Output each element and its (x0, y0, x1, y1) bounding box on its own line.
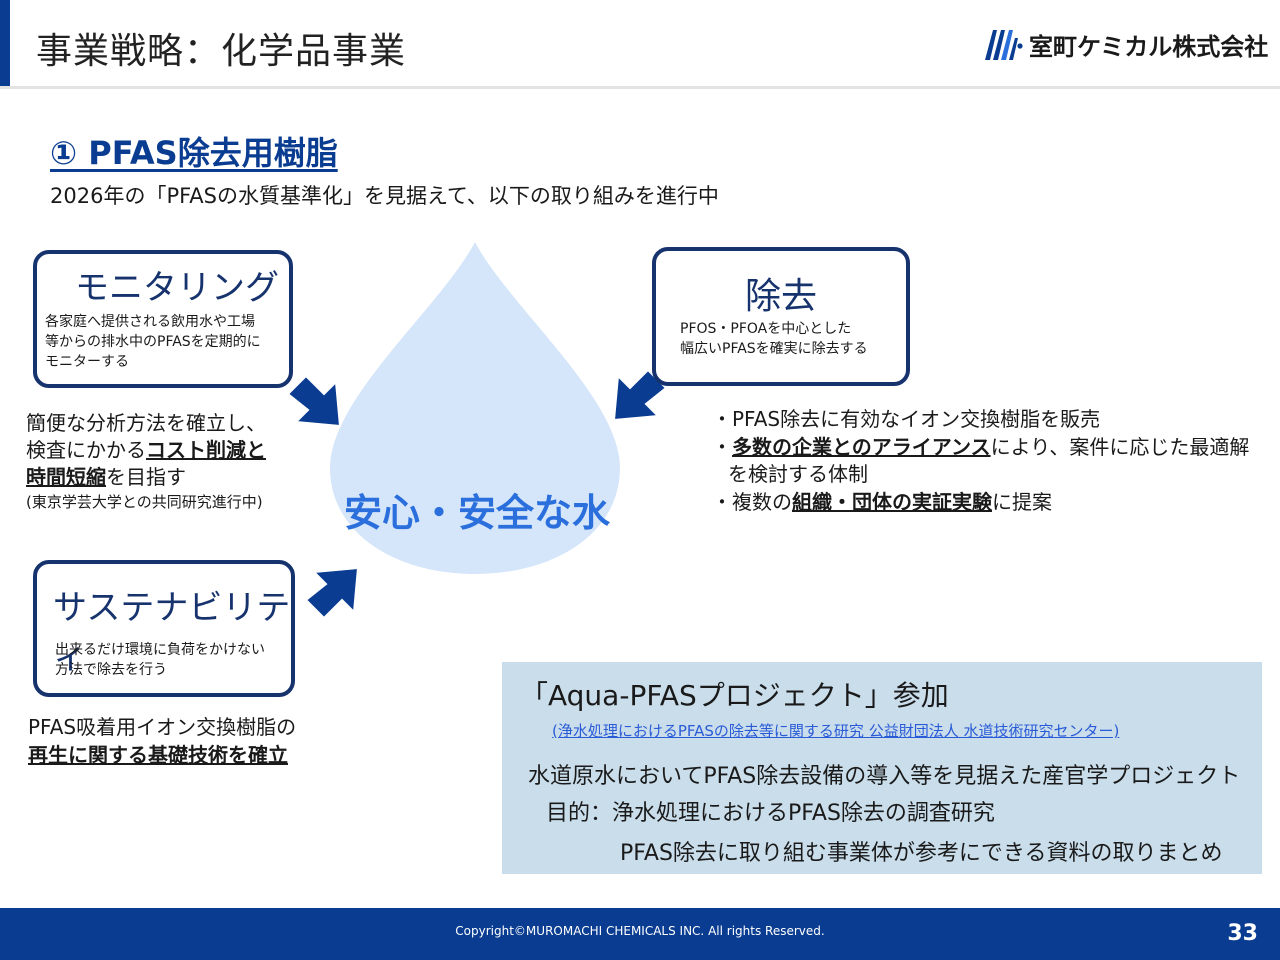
removal-box: 除去 PFOS・PFOAを中心とした 幅広いPFASを確実に除去する (652, 247, 910, 386)
page-title: 事業戦略：化学品事業 (36, 31, 407, 72)
project-reference-link[interactable]: (浄水処理におけるPFASの除去等に関する研究 公益財団法人 水道技術研究センタ… (552, 722, 1120, 740)
monitoring-title: モニタリング (75, 268, 279, 308)
project-purpose: 目的：浄水処理におけるPFAS除去の調査研究 (546, 801, 995, 826)
monitoring-text-line: 検査にかかるコスト削減と (26, 437, 266, 464)
footer-copyright: Copyright©MUROMACHI CHEMICALS INC. All r… (455, 924, 825, 938)
monitoring-box: モニタリング 各家庭へ提供される飲用水や工場 等からの排水中のPFASを定期的に… (33, 250, 293, 388)
sustainability-text-line: PFAS吸着用イオン交換樹脂の (28, 715, 297, 739)
project-purpose-detail: PFAS除去に取り組む事業体が参考にできる資料の取りまとめ (620, 841, 1223, 866)
removal-text: ・PFAS除去に有効なイオン交換樹脂を販売 ・多数の企業とのアライアンスにより、… (712, 406, 1249, 516)
sustainability-desc-line: 方法で除去を行う (55, 662, 167, 678)
text-plain: に提案 (992, 489, 1052, 514)
monitoring-desc: 各家庭へ提供される飲用水や工場 等からの排水中のPFASを定期的に モニターする (45, 312, 293, 372)
text-emphasis: 多数の企業とのアライアンス (732, 434, 991, 459)
muromachi-logo-icon (985, 30, 1023, 60)
monitoring-text: 簡便な分析方法を確立し、 検査にかかるコスト削減と 時間短縮を目指す (東京学芸… (26, 410, 266, 513)
text-plain: ・ (712, 434, 732, 459)
monitoring-text-line: 簡便な分析方法を確立し、 (26, 411, 266, 435)
sustainability-box: サステナビリティ 出来るだけ環境に負荷をかけない 方法で除去を行う (33, 560, 295, 697)
removal-text-line: ・多数の企業とのアライアンスにより、案件に応じた最適解 (712, 434, 1249, 462)
monitoring-text-note: (東京学芸大学との共同研究進行中) (26, 493, 263, 511)
footer-bar: Copyright©MUROMACHI CHEMICALS INC. All r… (0, 908, 1280, 960)
sustainability-title: サステナビリティ (53, 588, 291, 677)
removal-desc-line: 幅広いPFASを確実に除去する (680, 341, 868, 357)
monitoring-desc-line: 各家庭へ提供される飲用水や工場 (45, 314, 255, 330)
project-title: 「Aqua-PFASプロジェクト」参加 (520, 679, 949, 712)
text-plain: ・複数の (712, 489, 792, 514)
monitoring-text-line: 時間短縮を目指す (26, 464, 266, 491)
text-plain: 検査にかかる (26, 438, 146, 462)
sustainability-desc-line: 出来るだけ環境に負荷をかけない (55, 642, 265, 658)
removal-text-line: ・複数の組織・団体の実証実験に提案 (712, 489, 1249, 517)
text-emphasis: 時間短縮 (26, 465, 106, 489)
removal-text-line: を検討する体制 (728, 462, 868, 486)
removal-desc: PFOS・PFOAを中心とした 幅広いPFASを確実に除去する (680, 319, 910, 359)
company-logo: 室町ケミカル株式会社 (983, 26, 1268, 62)
text-emphasis: コスト削減と (146, 438, 266, 462)
header-accent-bar (0, 0, 10, 86)
removal-desc-line: PFOS・PFOAを中心とした (680, 321, 852, 337)
text-plain: を目指す (106, 465, 186, 489)
aqua-pfas-project-panel: 「Aqua-PFASプロジェクト」参加 (浄水処理におけるPFASの除去等に関す… (502, 662, 1262, 874)
section-title: ① PFAS除去用樹脂 (50, 134, 338, 172)
text-emphasis: 組織・団体の実証実験 (792, 489, 992, 514)
header-divider (0, 86, 1280, 89)
center-label: 安心・安全な水 (343, 491, 610, 535)
arrow-toward-center-icon (612, 368, 668, 422)
logo-text: 室町ケミカル株式会社 (1029, 32, 1269, 61)
monitoring-desc-line: モニターする (45, 354, 129, 370)
removal-title: 除去 (744, 276, 817, 317)
arrow-toward-center-icon (304, 566, 360, 620)
removal-text-line: ・PFAS除去に有効なイオン交換樹脂を販売 (712, 407, 1101, 431)
page-number: 33 (1227, 921, 1258, 946)
text-emphasis: 再生に関する基礎技術を確立 (28, 743, 288, 767)
project-description: 水道原水においてPFAS除去設備の導入等を見据えた産官学プロジェクト (528, 764, 1241, 789)
text-plain: により、案件に応じた最適解 (990, 434, 1250, 459)
water-drop-icon (330, 242, 620, 574)
monitoring-desc-line: 等からの排水中のPFASを定期的に (45, 334, 261, 350)
arrow-toward-center-icon (286, 374, 342, 428)
section-subtitle: 2026年の「PFASの水質基準化」を見据えて、以下の取り組みを進行中 (50, 184, 719, 208)
sustainability-desc: 出来るだけ環境に負荷をかけない 方法で除去を行う (55, 640, 293, 680)
sustainability-text: PFAS吸着用イオン交換樹脂の 再生に関する基礎技術を確立 (28, 713, 296, 769)
